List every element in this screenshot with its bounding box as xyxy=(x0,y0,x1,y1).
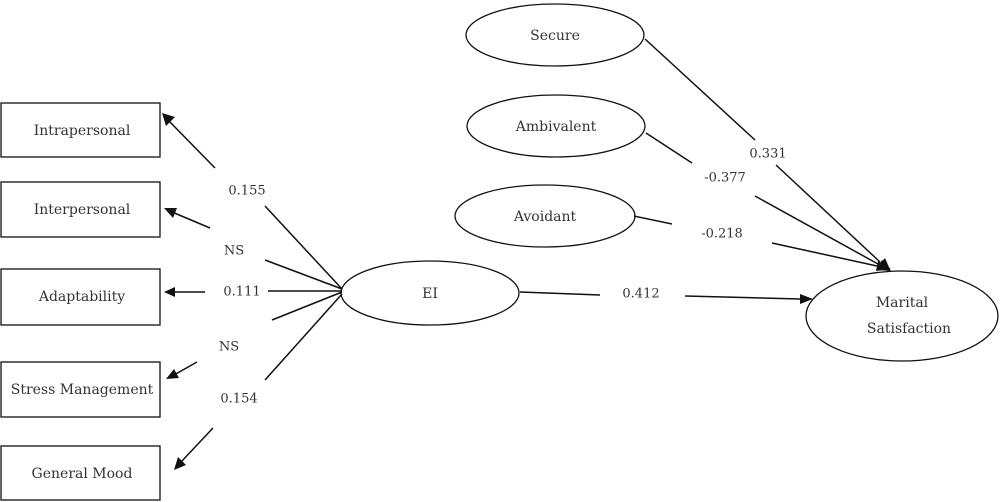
edge-ei-stress-management xyxy=(166,291,343,379)
node-intrapersonal-label: Intrapersonal xyxy=(34,123,131,139)
node-secure-label: Secure xyxy=(530,28,580,44)
coef-ei-stress-management: NS xyxy=(219,340,239,355)
node-adaptability-label: Adaptability xyxy=(38,289,125,305)
coef-ei-general-mood: 0.154 xyxy=(220,392,257,407)
node-stress-management-label: Stress Management xyxy=(11,382,154,398)
coef-ei-intrapersonal: 0.155 xyxy=(228,184,265,199)
coef-ambivalent-marital-satisfaction: -0.377 xyxy=(704,171,746,186)
node-adaptability: Adaptability xyxy=(0,268,161,326)
node-interpersonal: Interpersonal xyxy=(0,181,161,238)
coef-ei-interpersonal: NS xyxy=(224,244,244,259)
edge-ei-adaptability xyxy=(164,287,342,297)
node-intrapersonal: Intrapersonal xyxy=(0,102,161,158)
node-avoidant-label: Avoidant xyxy=(513,209,577,225)
coef-secure-marital-satisfaction: 0.331 xyxy=(749,147,786,162)
coef-ei-marital-satisfaction: 0.412 xyxy=(622,287,659,302)
node-marital-satisfaction-label-line2: Satisfaction xyxy=(867,321,951,337)
node-ei-label: EI xyxy=(422,286,438,302)
node-interpersonal-label: Interpersonal xyxy=(34,202,131,218)
coef-ei-adaptability: 0.111 xyxy=(223,285,260,300)
node-avoidant: Avoidant xyxy=(454,184,636,248)
edge-ei-intrapersonal xyxy=(162,113,343,290)
node-stress-management: Stress Management xyxy=(0,361,161,418)
coef-avoidant-marital-satisfaction: -0.218 xyxy=(701,227,743,242)
node-ambivalent-label: Ambivalent xyxy=(515,119,597,135)
node-ambivalent: Ambivalent xyxy=(466,94,646,158)
node-marital-satisfaction: Marital Satisfaction xyxy=(805,270,999,362)
edge-ei-general-mood xyxy=(174,293,343,470)
node-general-mood-label: General Mood xyxy=(32,466,133,482)
node-secure: Secure xyxy=(465,3,645,67)
edge-avoidant-marital-satisfaction xyxy=(633,215,891,271)
edge-ei-marital-satisfaction xyxy=(519,291,813,304)
node-marital-satisfaction-label-line1: Marital xyxy=(876,295,929,311)
node-ei: EI xyxy=(340,260,520,326)
node-general-mood: General Mood xyxy=(0,445,161,501)
edge-ei-interpersonal xyxy=(164,208,343,290)
